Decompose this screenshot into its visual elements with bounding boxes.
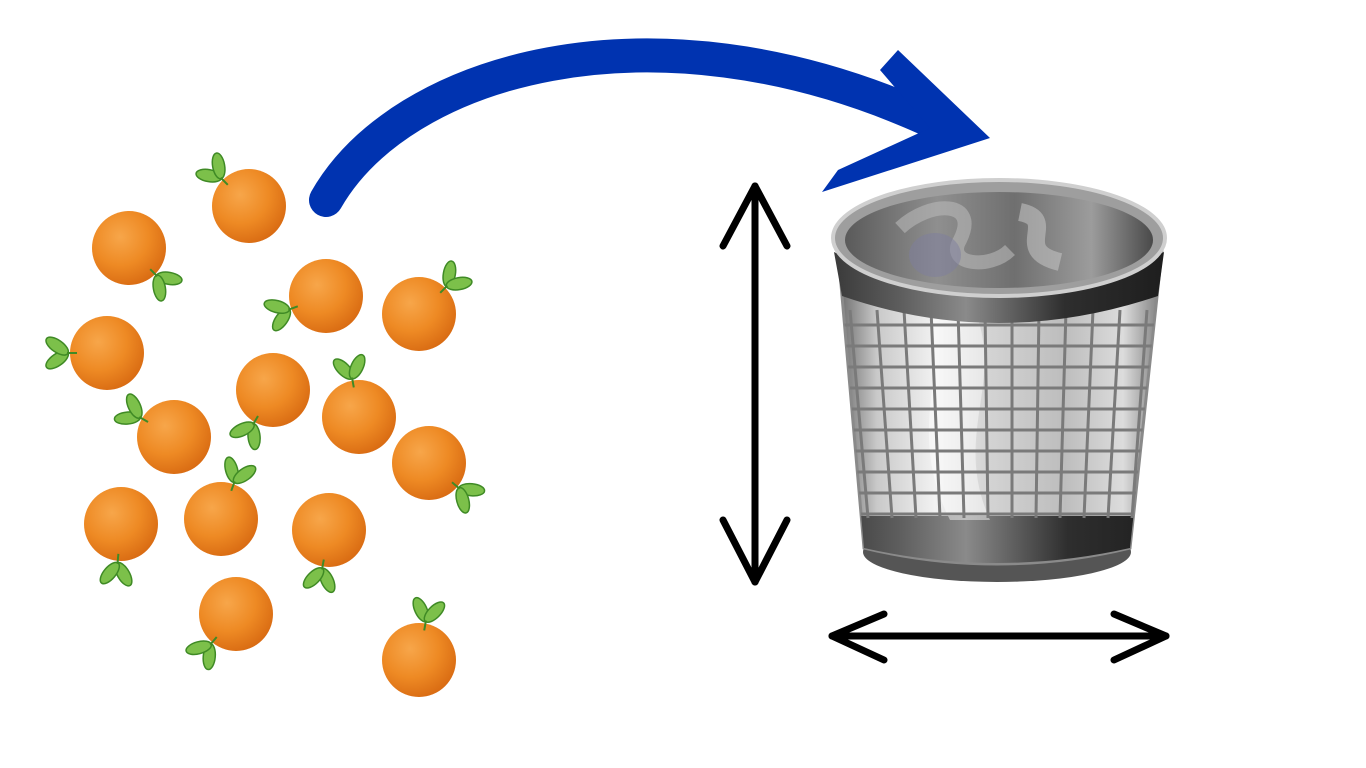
leaf-icon [149,268,183,302]
orange-icon [195,152,286,243]
leaf-icon [451,481,486,514]
leaf-icon [229,415,261,451]
orange-icon [185,577,273,671]
leaf-icon [195,152,229,186]
leaf-icon [185,636,218,671]
orange-icon [382,596,456,697]
leaf-icon [45,336,77,370]
orange-icon [92,211,183,302]
leaf-icon [332,353,366,388]
leaf-icon [302,559,336,594]
oranges-pile [45,152,486,697]
leaf-icon [113,393,149,425]
orange-icon [45,316,144,390]
trash-bin-icon [831,178,1167,582]
curved-arrow-icon [309,38,990,217]
leaf-icon [412,596,446,631]
orange-icon [263,259,363,333]
vertical-double-arrow-icon [719,182,791,586]
leaf-icon [263,299,299,332]
leaf-icon [439,260,473,294]
orange-icon [392,426,486,514]
orange-icon [184,456,258,556]
orange-icon [113,393,211,474]
orange-icon [322,353,396,454]
orange-icon [229,353,310,451]
leaf-icon [99,553,133,587]
orange-icon [382,260,473,351]
orange-icon [84,487,158,587]
horizontal-double-arrow-icon [828,610,1170,664]
leaf-icon [224,456,257,492]
orange-icon [292,493,366,594]
